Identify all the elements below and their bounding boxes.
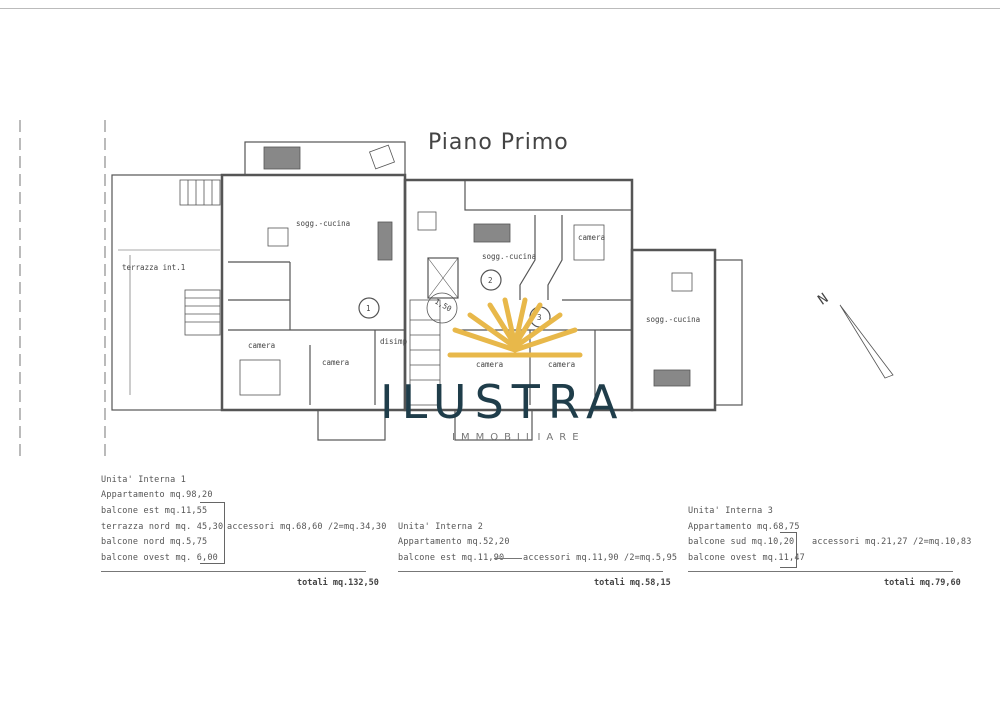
plan-title: Piano Primo <box>428 130 569 155</box>
elevator <box>427 257 459 299</box>
unit-2-appartamento: Appartamento mq.52,20 <box>398 537 510 547</box>
balcone-nord <box>244 141 406 176</box>
stair-label: 1,50 <box>433 297 454 314</box>
unit-3-totale: totali mq.79,60 <box>884 578 961 588</box>
connector-line <box>494 558 522 559</box>
unit-1-accessorio: balcone ovest mq. 6,00 <box>101 553 218 563</box>
divider <box>688 571 953 572</box>
scan-edge-line <box>0 8 1000 9</box>
unit-1-accessorio: terrazza nord mq. 45,30 <box>101 522 224 532</box>
room-label: sogg.-cucina <box>646 315 700 324</box>
unit-marker: 3 <box>537 313 542 322</box>
unit-marker-circle <box>480 269 502 291</box>
unit-1-header: Unita' Interna 1 <box>101 475 187 485</box>
room-label: sogg.-cucina <box>482 252 536 261</box>
unit-2-totale: totali mq.58,15 <box>594 578 671 588</box>
unit-1-totale: totali mq.132,50 <box>297 578 379 588</box>
unit-3-appartamento: Appartamento mq.68,75 <box>688 522 800 532</box>
table-icon <box>239 144 693 396</box>
logo-sun-icon <box>447 297 583 358</box>
terrazza-label: terrazza int.1 <box>122 263 185 272</box>
terrazza-outline <box>111 174 223 411</box>
bracket <box>200 502 225 564</box>
room-label: camera <box>476 360 503 369</box>
unit-marker-circle <box>358 297 380 319</box>
stairwell <box>409 299 441 406</box>
unit-marker: 1 <box>366 304 371 313</box>
room-label: camera <box>578 233 605 242</box>
unit-3-accessori-total: accessori mq.21,27 /2=mq.10,83 <box>812 537 972 547</box>
north-arrow-icon <box>839 304 894 379</box>
room-label: camera <box>248 341 275 350</box>
balcone-bottom-2 <box>454 409 533 441</box>
unit-3-header: Unita' Interna 3 <box>688 506 774 516</box>
unit-1-appartamento: Appartamento mq.98,20 <box>101 490 213 500</box>
unit-marker: 2 <box>488 276 493 285</box>
divider <box>101 571 366 572</box>
stair-turn-circle <box>426 292 458 324</box>
room-label: camera <box>548 360 575 369</box>
divider <box>398 571 663 572</box>
logo-subtitle: IMMOBILIARE <box>452 432 585 443</box>
unit-3-accessorio: balcone sud mq.10,20 <box>688 537 795 547</box>
bracket <box>780 532 797 568</box>
logo-text: ILUSTRA <box>380 375 626 429</box>
stair-icon <box>179 179 221 336</box>
room-label: sogg.-cucina <box>296 219 350 228</box>
room-label: disimp <box>380 337 408 346</box>
north-label: N <box>815 290 831 308</box>
unit-1-accessorio: balcone nord mq.5,75 <box>101 537 208 547</box>
balcone-est-2 <box>464 179 633 211</box>
room-label: camera <box>322 358 349 367</box>
unit-2-header: Unita' Interna 2 <box>398 522 484 532</box>
unit-1-accessorio: balcone est mq.11,55 <box>101 506 208 516</box>
unit-2-accessori-total: accessori mq.11,90 /2=mq.5,95 <box>523 553 678 563</box>
unit-1-accessori-total: accessori mq.68,60 /2=mq.34,30 <box>227 522 387 532</box>
balcone-bottom-1 <box>317 409 386 441</box>
balcone-sud <box>714 259 743 406</box>
unit-1-outline <box>220 173 407 412</box>
unit-2-accessorio: balcone est mq.11,90 <box>398 553 505 563</box>
unit-3-accessorio: balcone ovest mq.11,47 <box>688 553 805 563</box>
